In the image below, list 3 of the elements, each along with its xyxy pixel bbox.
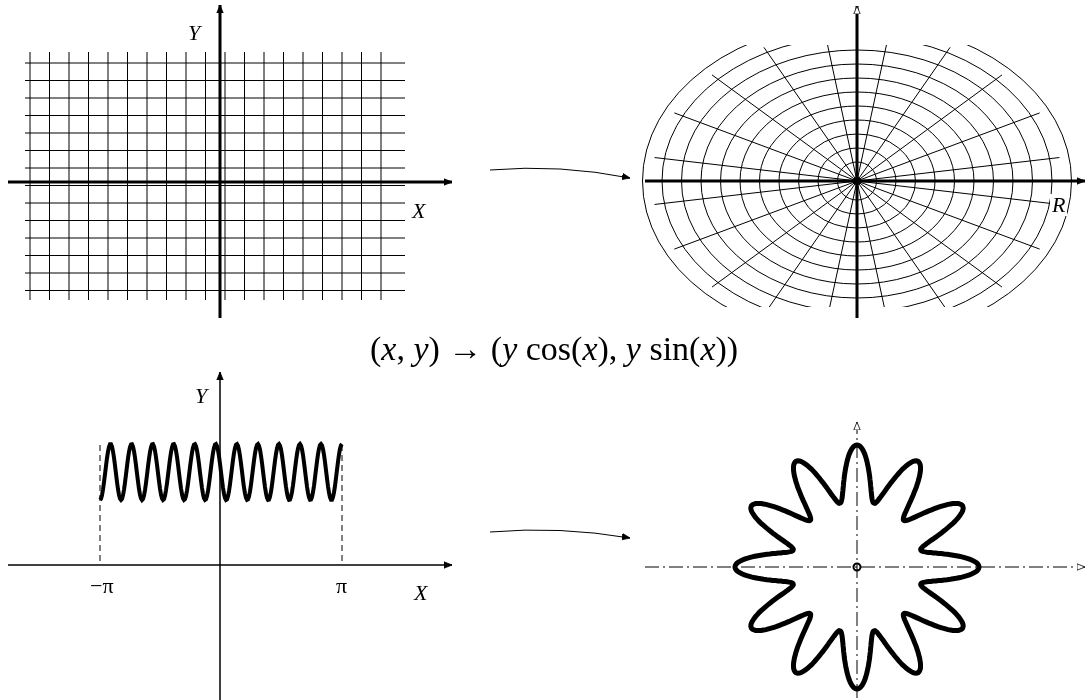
arrow	[489, 529, 631, 541]
arrow	[489, 167, 631, 181]
axis-label: R	[1050, 194, 1068, 216]
